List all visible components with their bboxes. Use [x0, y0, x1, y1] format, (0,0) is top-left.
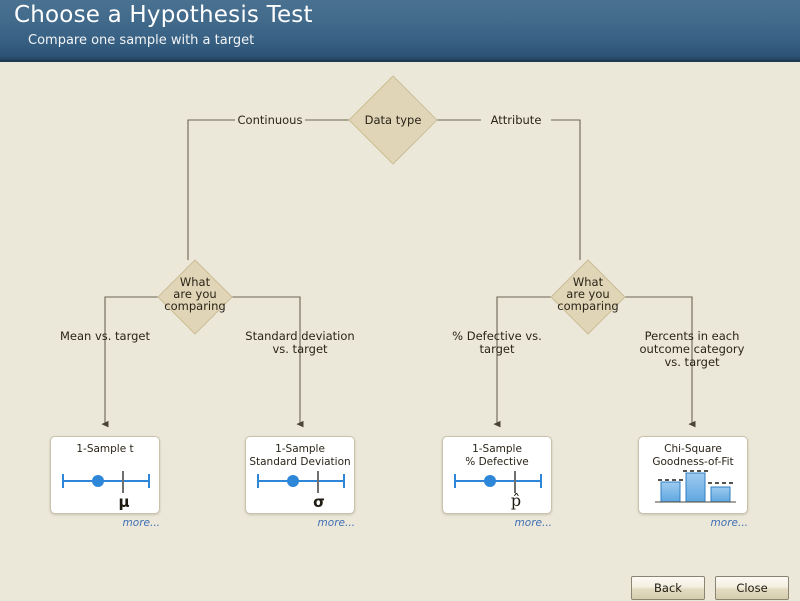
parameter-symbol: p̂: [510, 491, 522, 510]
confidence-interval-icon: [443, 465, 551, 509]
result-card-1-sample-t[interactable]: 1-Sample t μ: [50, 436, 160, 514]
parameter-symbol: μ: [118, 493, 130, 511]
edge-label-continuous: Continuous: [238, 113, 303, 127]
result-card-1-sample-standard-deviation[interactable]: 1-Sample Standard Deviation σ: [245, 436, 355, 514]
result-card-title: 1-Sample Standard Deviation: [249, 443, 351, 468]
svg-text:target: target: [480, 342, 515, 356]
decision-node-continuous-comparing[interactable]: What are you comparing: [157, 259, 233, 335]
svg-text:What: What: [180, 275, 211, 289]
confidence-interval-icon: [51, 465, 159, 509]
decision-node-continuous-comparing-label: What are you comparing: [164, 275, 225, 313]
result-card-chi-square-goodness-of-fit[interactable]: Chi-Square Goodness-of-Fit: [638, 436, 748, 514]
svg-text:outcome category: outcome category: [640, 342, 745, 356]
svg-text:are you: are you: [566, 287, 609, 301]
page-title: Choose a Hypothesis Test: [14, 2, 313, 28]
svg-text:Percents in each: Percents in each: [645, 329, 740, 343]
more-link-1-sample-t[interactable]: more...: [122, 517, 160, 529]
bar-chart-icon: [639, 465, 747, 509]
svg-text:What: What: [573, 275, 604, 289]
decision-node-data-type-label: Data type: [365, 113, 422, 127]
decision-tree-diagram: Data type Continuous Attribute What are …: [0, 64, 800, 534]
result-card-title: 1-Sample % Defective: [465, 443, 529, 468]
more-link-1-sample-percent-defective[interactable]: more...: [514, 517, 552, 529]
svg-text:vs. target: vs. target: [272, 342, 328, 356]
svg-text:% Defective vs.: % Defective vs.: [452, 329, 542, 343]
back-button[interactable]: Back: [631, 576, 705, 600]
result-card-title: Chi-Square Goodness-of-Fit: [652, 443, 734, 468]
close-button[interactable]: Close: [715, 576, 789, 600]
svg-text:comparing: comparing: [164, 299, 225, 313]
confidence-interval-icon: [246, 465, 354, 509]
dialog-header: Choose a Hypothesis Test Compare one sam…: [0, 0, 800, 62]
connector-root-to-attribute: [437, 119, 581, 260]
connector-left-decision-outputs: [101, 296, 304, 428]
connector-right-decision-outputs: [493, 296, 696, 428]
decision-node-attribute-comparing-label: What are you comparing: [557, 275, 618, 313]
parameter-symbol: σ: [313, 493, 325, 511]
svg-text:Mean vs. target: Mean vs. target: [60, 329, 151, 343]
edge-label-mean-vs-target: Mean vs. target: [60, 329, 151, 343]
edge-label-attribute: Attribute: [491, 113, 542, 127]
more-link-chi-square-goodness-of-fit[interactable]: more...: [710, 517, 748, 529]
more-link-1-sample-standard-deviation[interactable]: more...: [317, 517, 355, 529]
result-card-title: 1-Sample t: [76, 443, 134, 455]
edge-label-stdev-vs-target: Standard deviation vs. target: [245, 329, 354, 356]
svg-text:are you: are you: [173, 287, 216, 301]
svg-text:comparing: comparing: [557, 299, 618, 313]
svg-text:Standard deviation: Standard deviation: [245, 329, 354, 343]
decision-node-attribute-comparing[interactable]: What are you comparing: [550, 259, 626, 335]
page-subtitle: Compare one sample with a target: [28, 33, 255, 48]
result-card-1-sample-percent-defective[interactable]: 1-Sample % Defective p̂: [442, 436, 552, 514]
connector-root-to-continuous: [187, 119, 349, 260]
edge-label-percents-category-vs-target: Percents in each outcome category vs. ta…: [640, 329, 745, 369]
decision-node-data-type[interactable]: Data type: [348, 75, 438, 165]
edge-label-pct-defective-vs-target: % Defective vs. target: [452, 329, 542, 356]
svg-text:vs. target: vs. target: [664, 355, 720, 369]
